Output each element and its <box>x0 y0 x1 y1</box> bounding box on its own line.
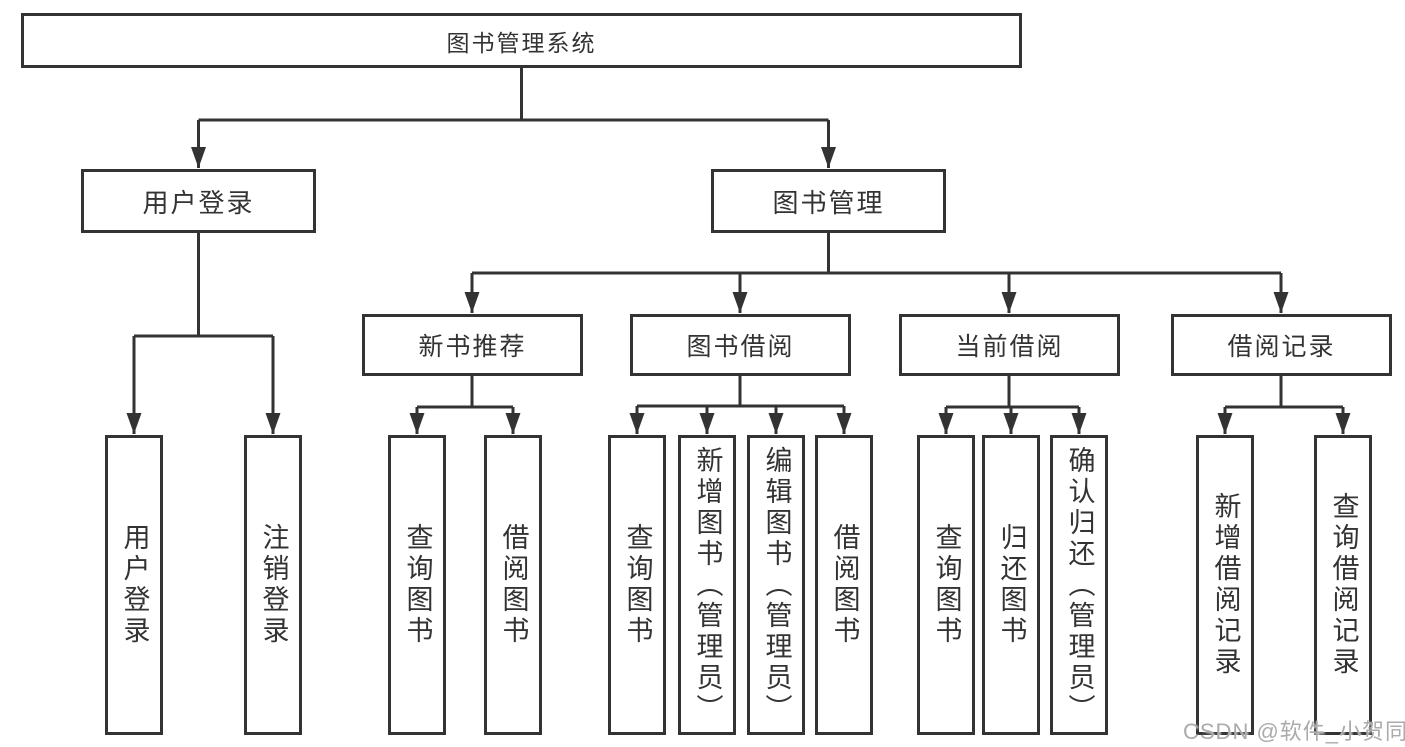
leaf-add-borrow-record: 新增借阅记录 <box>1196 435 1254 735</box>
leaf-user-login: 用户登录 <box>105 435 163 735</box>
leaf-edit-books-admin: 编辑图书（管理员） <box>747 435 805 735</box>
node-book-borrow: 图书借阅 <box>630 314 851 376</box>
node-borrow-records: 借阅记录 <box>1171 314 1392 376</box>
leaf-label: 用户登录 <box>119 523 150 647</box>
leaf-search-borrow-record: 查询借阅记录 <box>1314 435 1372 735</box>
leaf-label: 新增图书（管理员） <box>692 445 723 725</box>
csdn-watermark: CSDN @软件_小贺同学 <box>1183 719 1405 744</box>
leaf-label: 新增借阅记录 <box>1210 492 1241 678</box>
node-label: 图书借阅 <box>686 333 795 361</box>
leaf-label: 借阅图书 <box>829 523 860 647</box>
connector-login-to-leaves <box>126 233 281 434</box>
leaf-search-books-borrow: 查询图书 <box>608 435 666 735</box>
connector-recommend-to-leaves <box>409 376 521 434</box>
leaf-label: 查询图书 <box>622 523 653 647</box>
connector-current-to-leaves <box>938 376 1087 434</box>
leaf-label: 注销登录 <box>258 523 289 647</box>
node-library-management-system: 图书管理系统 <box>21 13 1022 68</box>
node-label: 图书管理 <box>772 187 885 218</box>
leaf-label: 借阅图书 <box>498 523 529 647</box>
leaf-label: 确认归还（管理员） <box>1064 445 1095 725</box>
leaf-label: 查询图书 <box>402 523 433 647</box>
connector-borrow-to-leaves <box>629 376 852 434</box>
node-label: 借阅记录 <box>1227 333 1336 361</box>
leaf-label: 查询图书 <box>931 523 962 647</box>
leaf-search-books-current: 查询图书 <box>917 435 975 735</box>
node-new-book-recommend: 新书推荐 <box>362 314 583 376</box>
leaf-label: 编辑图书（管理员） <box>761 445 792 725</box>
connector-management-to-level3 <box>464 233 1289 313</box>
leaf-add-books-admin: 新增图书（管理员） <box>678 435 736 735</box>
connector-root-to-level2 <box>191 68 836 168</box>
node-label: 当前借阅 <box>955 333 1064 361</box>
leaf-label: 归还图书 <box>996 523 1027 647</box>
leaf-borrow-books-recommend: 借阅图书 <box>484 435 542 735</box>
node-current-borrow: 当前借阅 <box>899 314 1120 376</box>
node-book-management: 图书管理 <box>711 169 946 233</box>
leaf-borrow-books: 借阅图书 <box>815 435 873 735</box>
leaf-logout: 注销登录 <box>244 435 302 735</box>
leaf-search-books-recommend: 查询图书 <box>388 435 446 735</box>
node-label: 图书管理系统 <box>446 29 597 56</box>
leaf-confirm-return-admin: 确认归还（管理员） <box>1050 435 1108 735</box>
connector-records-to-leaves <box>1217 376 1351 434</box>
leaf-label: 查询借阅记录 <box>1328 492 1359 678</box>
node-label: 新书推荐 <box>418 333 527 361</box>
node-label: 用户登录 <box>142 187 255 218</box>
leaf-return-books: 归还图书 <box>982 435 1040 735</box>
node-user-login: 用户登录 <box>81 169 316 233</box>
